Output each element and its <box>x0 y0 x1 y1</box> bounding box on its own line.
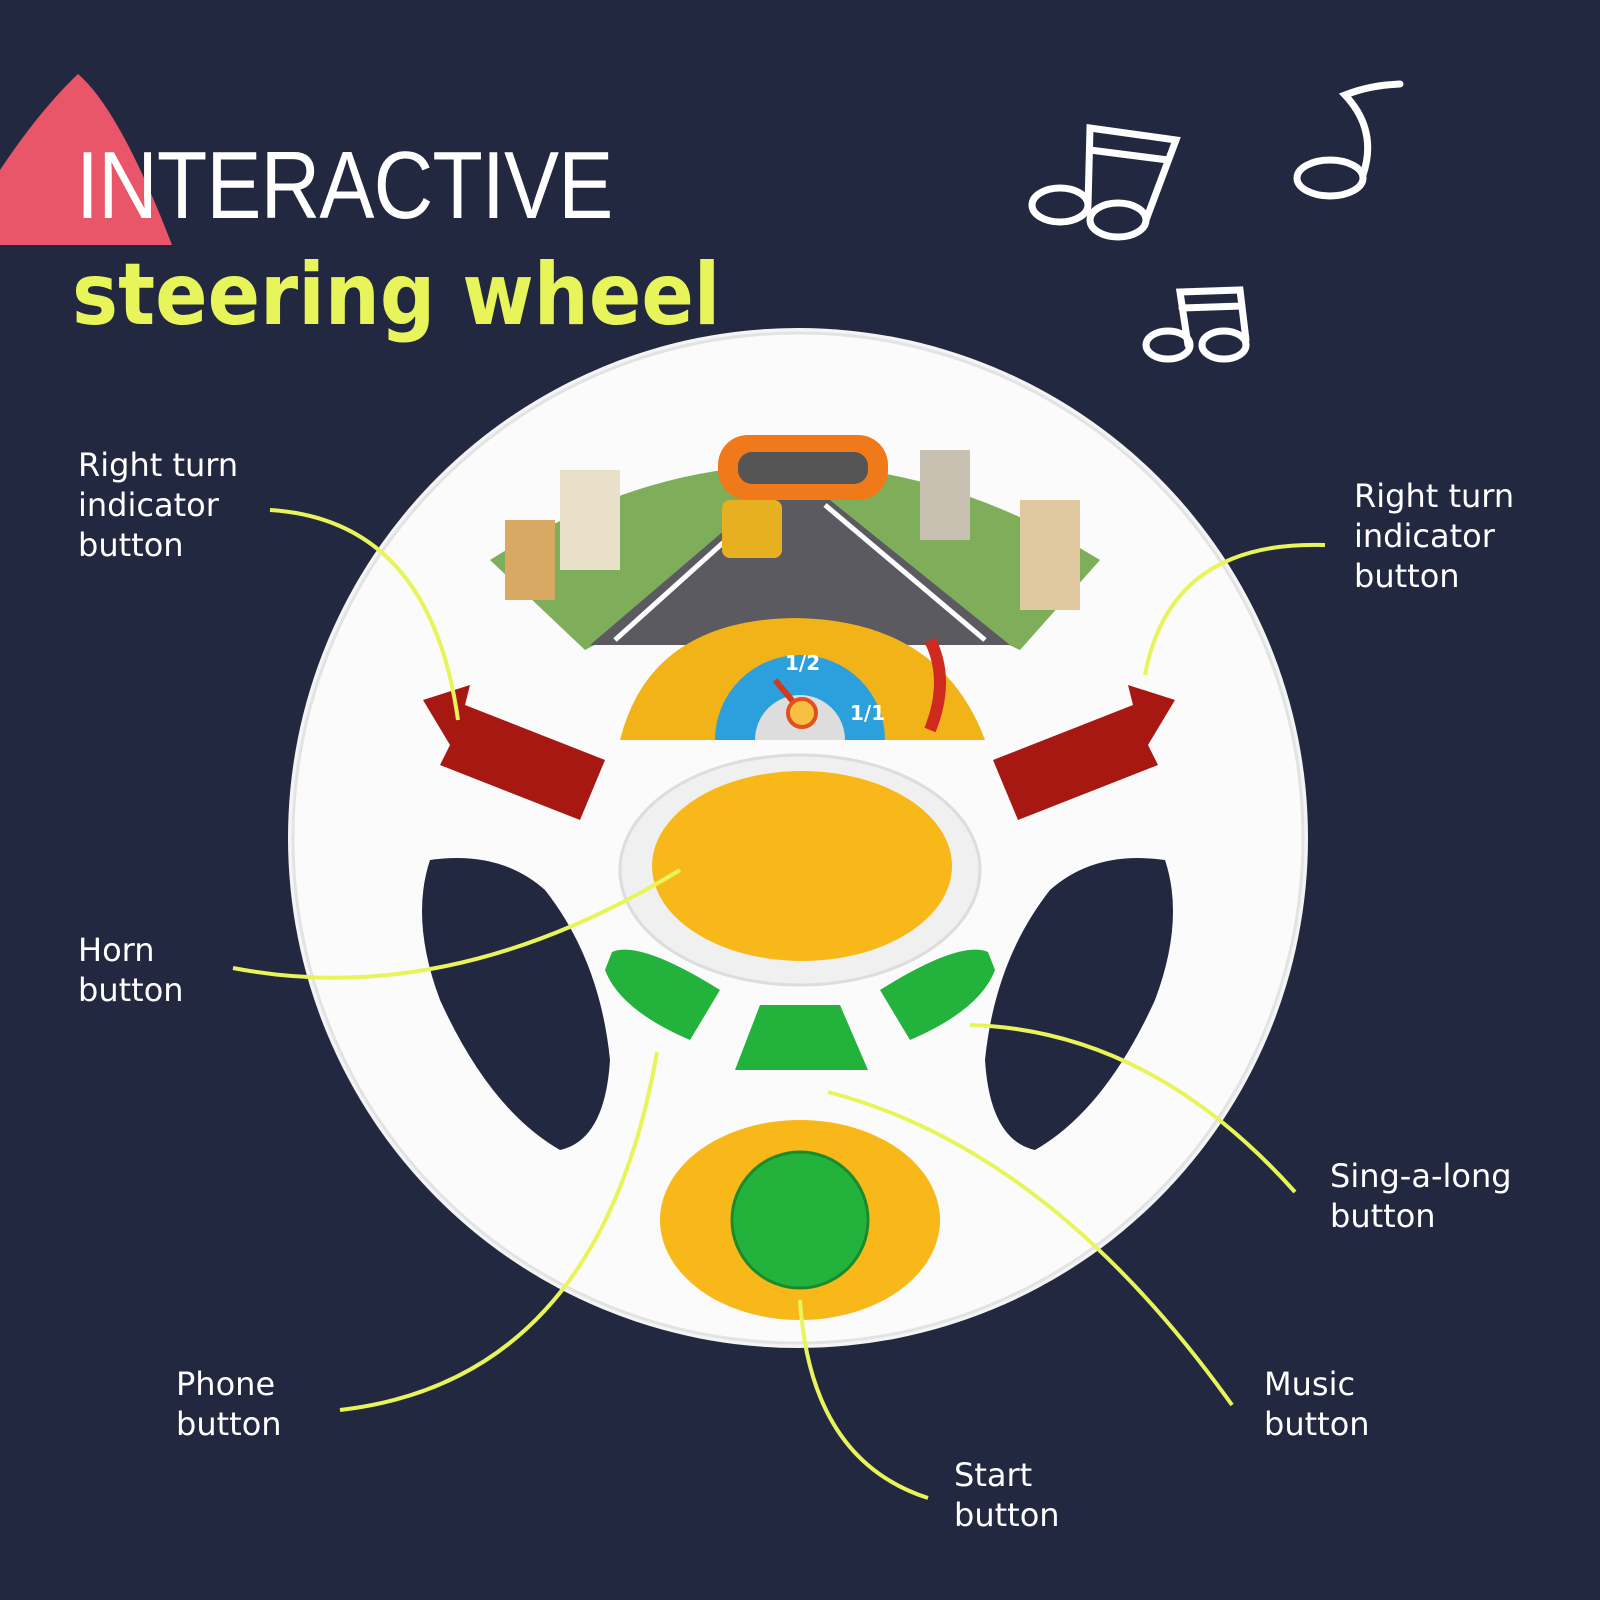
left-turn-indicator-button <box>423 685 605 820</box>
label-horn: Horn button <box>78 931 184 1009</box>
label-start: Start button <box>954 1456 1060 1534</box>
wheel-hole-right <box>985 858 1173 1150</box>
phone-button <box>605 949 720 1040</box>
title-line-1: INTERACTIVE <box>76 132 613 239</box>
title-line-2: steering wheel <box>72 245 721 345</box>
music-button <box>735 1005 868 1070</box>
start-button <box>730 1150 870 1290</box>
label-left-turn-indicator: Right turn indicator button <box>78 446 239 564</box>
label-music: Music button <box>1264 1365 1370 1443</box>
label-phone: Phone button <box>176 1365 282 1443</box>
sing-along-button <box>880 949 995 1040</box>
label-right-turn-indicator: Right turn indicator button <box>1354 477 1515 595</box>
music-notes-icon <box>1028 80 1404 363</box>
steering-wheel: 1/2 1/1 <box>288 328 1308 1348</box>
gauge-full-label: 1/1 <box>850 701 885 725</box>
leader-lines <box>232 508 1326 1500</box>
horn-button <box>652 771 952 961</box>
right-turn-indicator-button <box>993 685 1175 820</box>
pink-triangle-decoration <box>0 74 172 245</box>
label-sing-along: Sing-a-long button <box>1330 1157 1512 1235</box>
gauge-half-label: 1/2 <box>785 651 820 675</box>
